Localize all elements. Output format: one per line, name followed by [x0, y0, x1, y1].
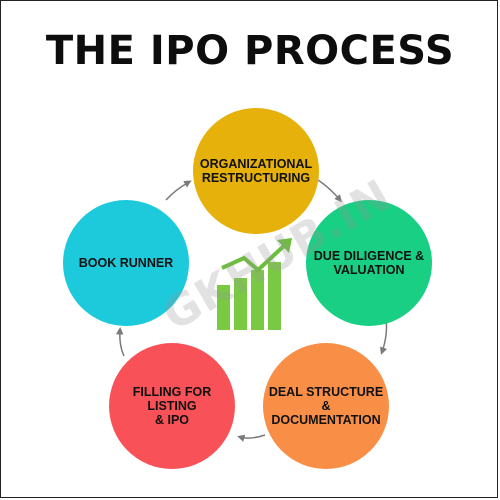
step-label: FILLING FOR LISTING & IPO	[132, 385, 212, 427]
step-label: ORGANIZATIONAL RESTRUCTURING	[199, 157, 313, 185]
arrow-step1-to-step2	[317, 179, 342, 203]
step-filling-for-listing-ipo: FILLING FOR LISTING & IPO	[109, 343, 235, 469]
step-label: DUE DILIGENCE & VALUATION	[313, 249, 425, 277]
page-title: THE IPO PROCESS	[45, 28, 455, 74]
arrow-step4-to-step5	[115, 327, 125, 357]
arrow-step5-to-step1	[165, 180, 192, 201]
step-book-runner: BOOK RUNNER	[63, 200, 189, 326]
step-deal-structure-documentation: DEAL STRUCTURE & DOCUMENTATION	[263, 343, 389, 469]
step-due-diligence-valuation: DUE DILIGENCE & VALUATION	[306, 200, 432, 326]
step-label: DEAL STRUCTURE & DOCUMENTATION	[268, 385, 384, 427]
step-label: BOOK RUNNER	[78, 256, 174, 270]
arrow-step3-to-step4	[237, 434, 266, 442]
step-organizational-restructuring: ORGANIZATIONAL RESTRUCTURING	[193, 108, 319, 234]
